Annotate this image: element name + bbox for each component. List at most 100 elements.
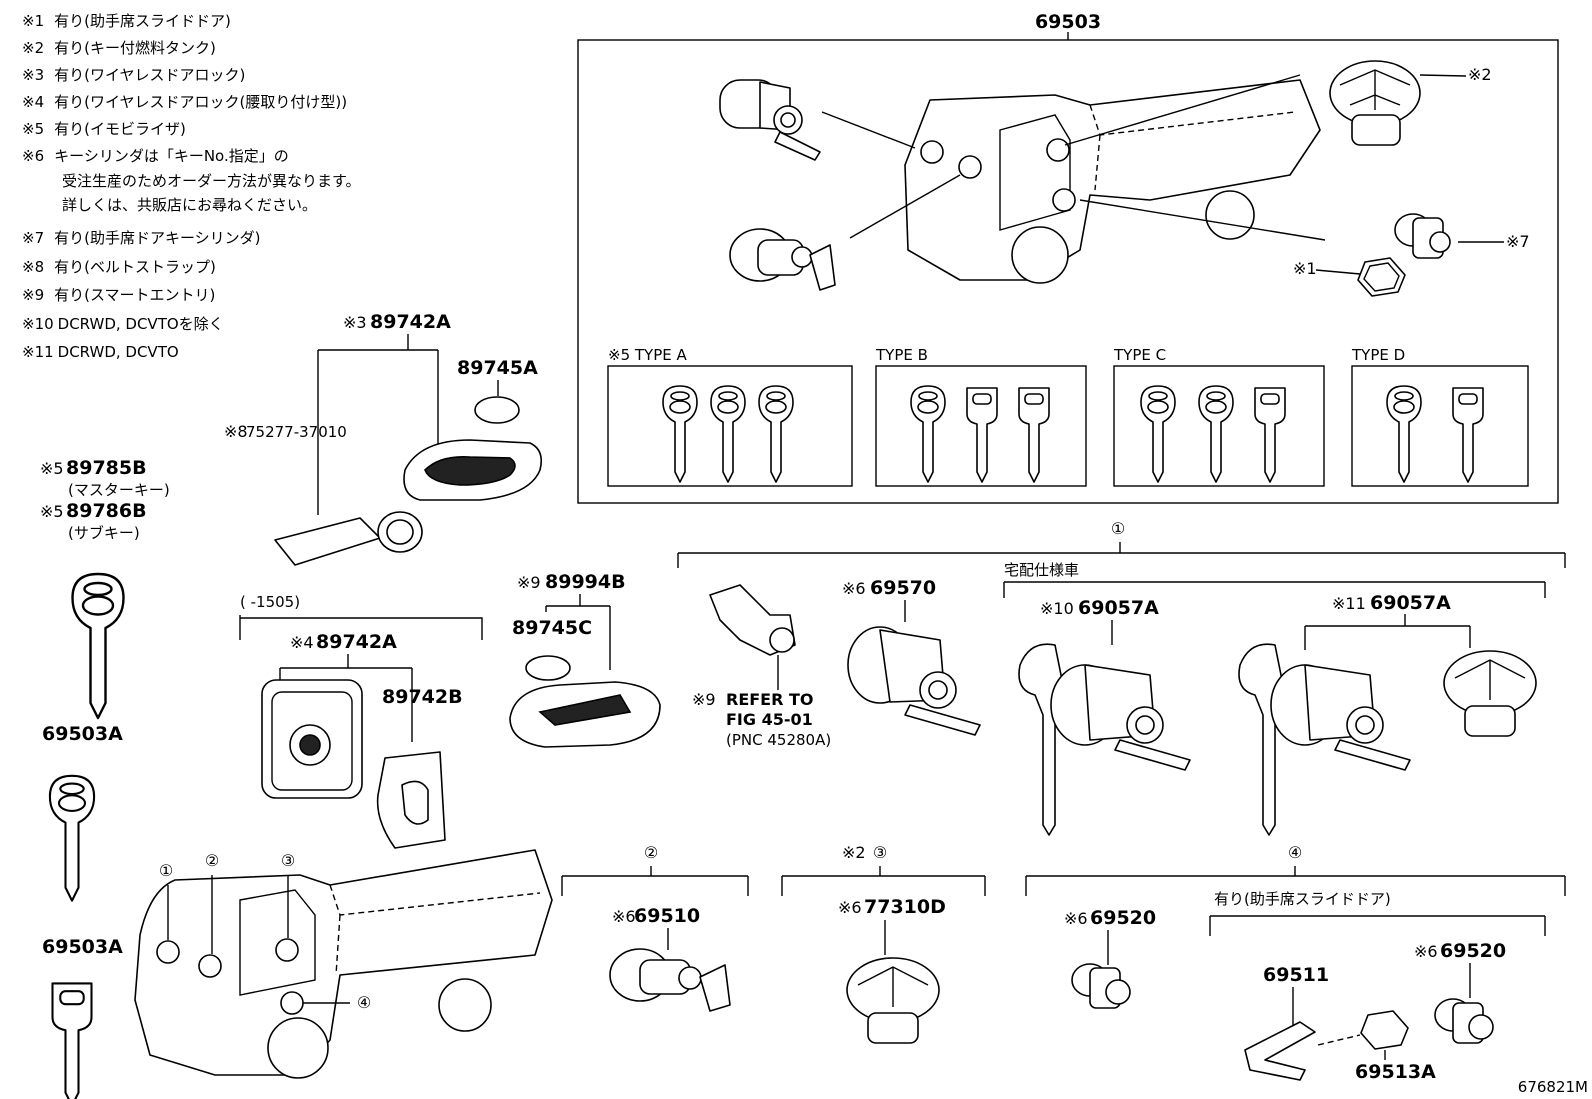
part-69520-2: 69520 (1440, 940, 1506, 962)
svg-text:※4有り(ワイヤレスドアロック(腰取り付け型)): ※4有り(ワイヤレスドアロック(腰取り付け型)) (22, 93, 347, 111)
group-3: ※2 ③ ※6 77310D (781, 843, 986, 1044)
ignition-cylinder-icon (729, 228, 836, 291)
part-69520-1: 69520 (1090, 907, 1156, 929)
svg-text:※9有り(スマートエントリ): ※9有り(スマートエントリ) (22, 286, 215, 304)
svg-text:( -1505): ( -1505) (240, 593, 300, 611)
door-cylinder-69520-2-icon (1434, 998, 1494, 1044)
group-4: ④ ※6 69520 有り(助手席スライドドア) 69511 69513A ※6… (1025, 843, 1566, 1083)
ignition-switch-ref: ※9 REFER TO FIG 45-01 (PNC 45280A) (692, 584, 831, 749)
callout-2: ② (644, 843, 658, 862)
key-type-c: TYPE C (1113, 346, 1325, 487)
fuel-cap-icon (1329, 60, 1421, 146)
svg-text:※7有り(助手席ドアキーシリンダ): ※7有り(助手席ドアキーシリンダ) (22, 229, 261, 247)
seal-ring-icon (1357, 257, 1406, 297)
smart-key-icon (509, 681, 661, 748)
door-lock-set-1-icon (1018, 643, 1191, 836)
svg-text:※1有り(助手席スライドドア): ※1有り(助手席スライドドア) (22, 12, 231, 30)
key-69503A-1: 69503A (42, 723, 123, 902)
svg-text:※6: ※6 (612, 907, 636, 926)
key-69503A-2: 69503A (42, 936, 123, 1099)
svg-text:※9: ※9 (692, 690, 716, 709)
part-89742A-waist: 89742A (316, 631, 397, 653)
part-75277-37010: 75277-37010 (246, 423, 347, 441)
part-69570: 69570 (870, 577, 936, 599)
type-c-keys (1140, 385, 1286, 483)
waist-remote-group: ( -1505) ※4 89742A 89742B (239, 593, 483, 849)
truck-illustration-bottom: ① ② ③ ④ (134, 849, 553, 1079)
callout-1: ① (1111, 519, 1125, 538)
svg-text:TYPE C: TYPE C (1113, 346, 1166, 364)
svg-text:※3: ※3 (343, 313, 367, 332)
svg-text:FIG 45-01: FIG 45-01 (726, 710, 813, 729)
svg-text:※5: ※5 (40, 502, 64, 521)
door-key-cylinder-icon (1394, 213, 1451, 259)
svg-text:※6: ※6 (1064, 909, 1088, 928)
svg-text:TYPE B: TYPE B (875, 346, 928, 364)
battery-icon (474, 396, 520, 424)
part-77310D: 77310D (864, 896, 946, 918)
svg-text:宅配仕様車: 宅配仕様車 (1004, 561, 1079, 579)
part-69513A: 69513A (1355, 1061, 1436, 1083)
type-d-keys (1386, 385, 1484, 483)
key-type-b: TYPE B (875, 346, 1087, 487)
part-89742A: 89742A (370, 311, 451, 333)
svg-text:※8有り(ベルトストラップ): ※8有り(ベルトストラップ) (22, 258, 216, 276)
svg-text:※6: ※6 (842, 579, 866, 598)
part-69511: 69511 (1263, 964, 1329, 986)
door-lock-cylinder-icon (719, 79, 821, 161)
callout-3: ③ (873, 843, 887, 862)
truck-callout-3: ③ (281, 851, 295, 870)
wireless-remote-group: ※3 89742A 89745A ※8 75277-37010 (224, 311, 543, 566)
callout-4: ④ (1288, 843, 1302, 862)
smart-key-group: ※9 89994B 89745C (509, 571, 661, 748)
part-69057A-2: 69057A (1370, 592, 1451, 614)
part-69503A-plain: 69503A (42, 936, 123, 958)
note-mark-2: ※2 (1468, 65, 1492, 84)
svg-text:※3有り(ワイヤレスドアロック): ※3有り(ワイヤレスドアロック) (22, 66, 245, 84)
part-89742B: 89742B (382, 686, 463, 708)
seal-69513A-icon (1360, 1010, 1409, 1050)
lock-rod-69511-icon (1244, 1021, 1316, 1081)
remote-fob-icon (403, 439, 543, 501)
door-lock-69570-icon (847, 626, 981, 736)
svg-text:※6: ※6 (838, 898, 862, 917)
svg-text:受注生産のためオーダー方法が異なります。: 受注生産のためオーダー方法が異なります。 (62, 172, 361, 190)
part-69057A-1: 69057A (1078, 597, 1159, 619)
svg-text:※11: ※11 (1332, 594, 1366, 613)
svg-text:※2: ※2 (842, 843, 866, 862)
part-89994B: 89994B (545, 571, 626, 593)
note-mark-1: ※1 (1293, 259, 1317, 278)
figure-number: 676821M (1518, 1078, 1588, 1096)
key-type-d: TYPE D (1351, 346, 1529, 487)
fuel-cap-77310D-icon (846, 957, 940, 1044)
truck-illustration-top (821, 74, 1326, 284)
svg-text:(PNC 45280A): (PNC 45280A) (726, 731, 831, 749)
svg-text:※5: ※5 (40, 459, 64, 478)
svg-text:※9: ※9 (517, 573, 541, 592)
waist-remote-icon (261, 679, 363, 799)
svg-text:(サブキー): (サブキー) (68, 524, 140, 542)
assembly-69503: 69503 (577, 11, 1559, 504)
part-89786B: 89786B (66, 500, 147, 522)
part-89745C: 89745C (512, 617, 592, 639)
truck-callout-2: ② (205, 851, 219, 870)
ignition-69510-icon (609, 948, 731, 1012)
strap-icon (274, 511, 423, 566)
assembly-box (577, 39, 1559, 504)
truck-callout-1: ① (159, 861, 173, 880)
group-2: ② ※6 69510 (561, 843, 749, 1012)
master-key-group: ※5 89785B (マスターキー) ※5 89786B (サブキー) (40, 457, 170, 720)
svg-text:※4: ※4 (290, 633, 314, 652)
svg-text:※2有り(キー付燃料タンク): ※2有り(キー付燃料タンク) (22, 39, 216, 57)
svg-text:TYPE D: TYPE D (1351, 346, 1405, 364)
truck-callout-4: ④ (357, 993, 371, 1012)
type-b-keys (910, 385, 1050, 483)
holder-clip-icon (376, 751, 446, 849)
battery-icon-2 (525, 655, 571, 681)
svg-text:※6: ※6 (1414, 942, 1438, 961)
part-89745A: 89745A (457, 357, 538, 379)
